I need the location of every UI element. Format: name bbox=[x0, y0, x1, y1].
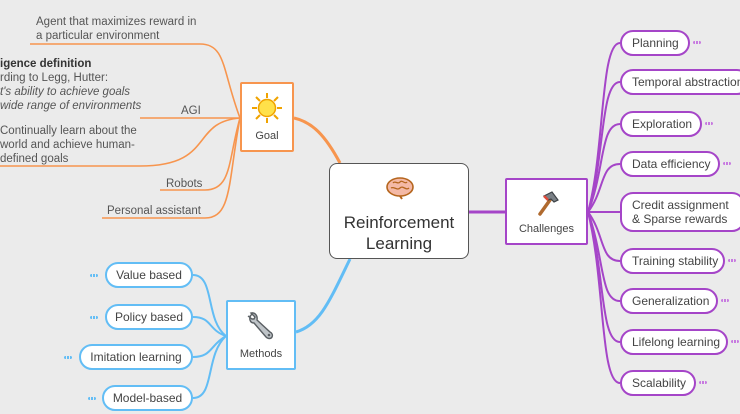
goal-item-assistant[interactable]: Personal assistant bbox=[107, 205, 201, 217]
challenges-label: Challenges bbox=[518, 223, 575, 235]
agi-definition-line3: wide range of environments bbox=[0, 100, 142, 112]
challenge-exploration[interactable]: Exploration bbox=[620, 111, 702, 137]
wrench-icon bbox=[246, 310, 276, 347]
agi-continual-line1: Continually learn about the bbox=[0, 125, 137, 137]
collapse-indicator[interactable] bbox=[721, 299, 729, 302]
central-title: Reinforcement Learning bbox=[330, 212, 468, 254]
collapse-indicator[interactable] bbox=[693, 41, 701, 44]
challenge-generalization[interactable]: Generalization bbox=[620, 288, 718, 314]
method-imitation-learning[interactable]: Imitation learning bbox=[79, 344, 193, 370]
collapse-indicator[interactable] bbox=[731, 340, 739, 343]
collapse-indicator[interactable] bbox=[699, 381, 707, 384]
method-model-based[interactable]: Model-based bbox=[102, 385, 193, 411]
collapse-indicator[interactable] bbox=[88, 397, 96, 400]
central-topic[interactable]: Reinforcement Learning bbox=[329, 163, 469, 259]
goal-node[interactable]: Goal bbox=[240, 82, 294, 152]
challenge-scalability[interactable]: Scalability bbox=[620, 370, 696, 396]
challenge-credit-assignment-line2: & Sparse rewards bbox=[632, 212, 728, 226]
methods-connector bbox=[295, 258, 352, 334]
goal-item-agent-line1: Agent that maximizes reward in bbox=[36, 16, 197, 28]
central-title-line2: Learning bbox=[365, 234, 433, 253]
goal-connector bbox=[293, 116, 342, 164]
method-policy-based[interactable]: Policy based bbox=[105, 304, 193, 330]
agi-continual[interactable]: Continually learn about the world and ac… bbox=[0, 124, 137, 166]
agi-definition-line1: rding to Legg, Hutter: bbox=[0, 72, 109, 84]
challenge-data-efficiency[interactable]: Data efficiency bbox=[620, 151, 720, 177]
agi-continual-line2: world and achieve human- bbox=[0, 139, 135, 151]
goal-label: Goal bbox=[255, 130, 279, 142]
agi-continual-line3: defined goals bbox=[0, 153, 69, 165]
method-value-based[interactable]: Value based bbox=[105, 262, 193, 288]
methods-branches bbox=[192, 274, 227, 399]
collapse-indicator[interactable] bbox=[64, 356, 72, 359]
challenge-credit-assignment-line1: Credit assignment bbox=[632, 198, 729, 212]
collapse-indicator[interactable] bbox=[90, 274, 98, 277]
methods-label: Methods bbox=[239, 348, 283, 360]
agi-definition-title: igence definition bbox=[0, 58, 92, 70]
challenges-node[interactable]: Challenges bbox=[505, 178, 588, 245]
central-title-line1: Reinforcement bbox=[343, 213, 455, 232]
methods-node[interactable]: Methods bbox=[226, 300, 296, 370]
challenge-planning[interactable]: Planning bbox=[620, 30, 690, 56]
challenge-credit-assignment[interactable]: Credit assignment & Sparse rewards bbox=[620, 192, 740, 232]
collapse-indicator[interactable] bbox=[90, 316, 98, 319]
agi-definition-line2: t's ability to achieve goals bbox=[0, 86, 131, 98]
collapse-indicator[interactable] bbox=[723, 162, 731, 165]
goal-item-robots[interactable]: Robots bbox=[166, 178, 203, 190]
agi-definition[interactable]: igence definition rding to Legg, Hutter:… bbox=[0, 57, 141, 113]
challenge-lifelong-learning[interactable]: Lifelong learning bbox=[620, 329, 728, 355]
goal-item-agi[interactable]: AGI bbox=[181, 105, 201, 117]
goal-item-agent[interactable]: Agent that maximizes reward in a particu… bbox=[36, 15, 196, 43]
goal-item-agent-line2: a particular environment bbox=[36, 30, 160, 42]
sun-icon bbox=[251, 92, 283, 129]
collapse-indicator[interactable] bbox=[728, 259, 736, 262]
goal-branches bbox=[0, 43, 241, 219]
brain-icon bbox=[385, 176, 415, 205]
collapse-indicator[interactable] bbox=[705, 122, 713, 125]
hammer-icon bbox=[532, 188, 562, 223]
challenge-training-stability[interactable]: Training stability bbox=[620, 248, 725, 274]
challenge-temporal-abstraction[interactable]: Temporal abstraction bbox=[620, 69, 740, 95]
challenges-branches bbox=[587, 42, 621, 384]
